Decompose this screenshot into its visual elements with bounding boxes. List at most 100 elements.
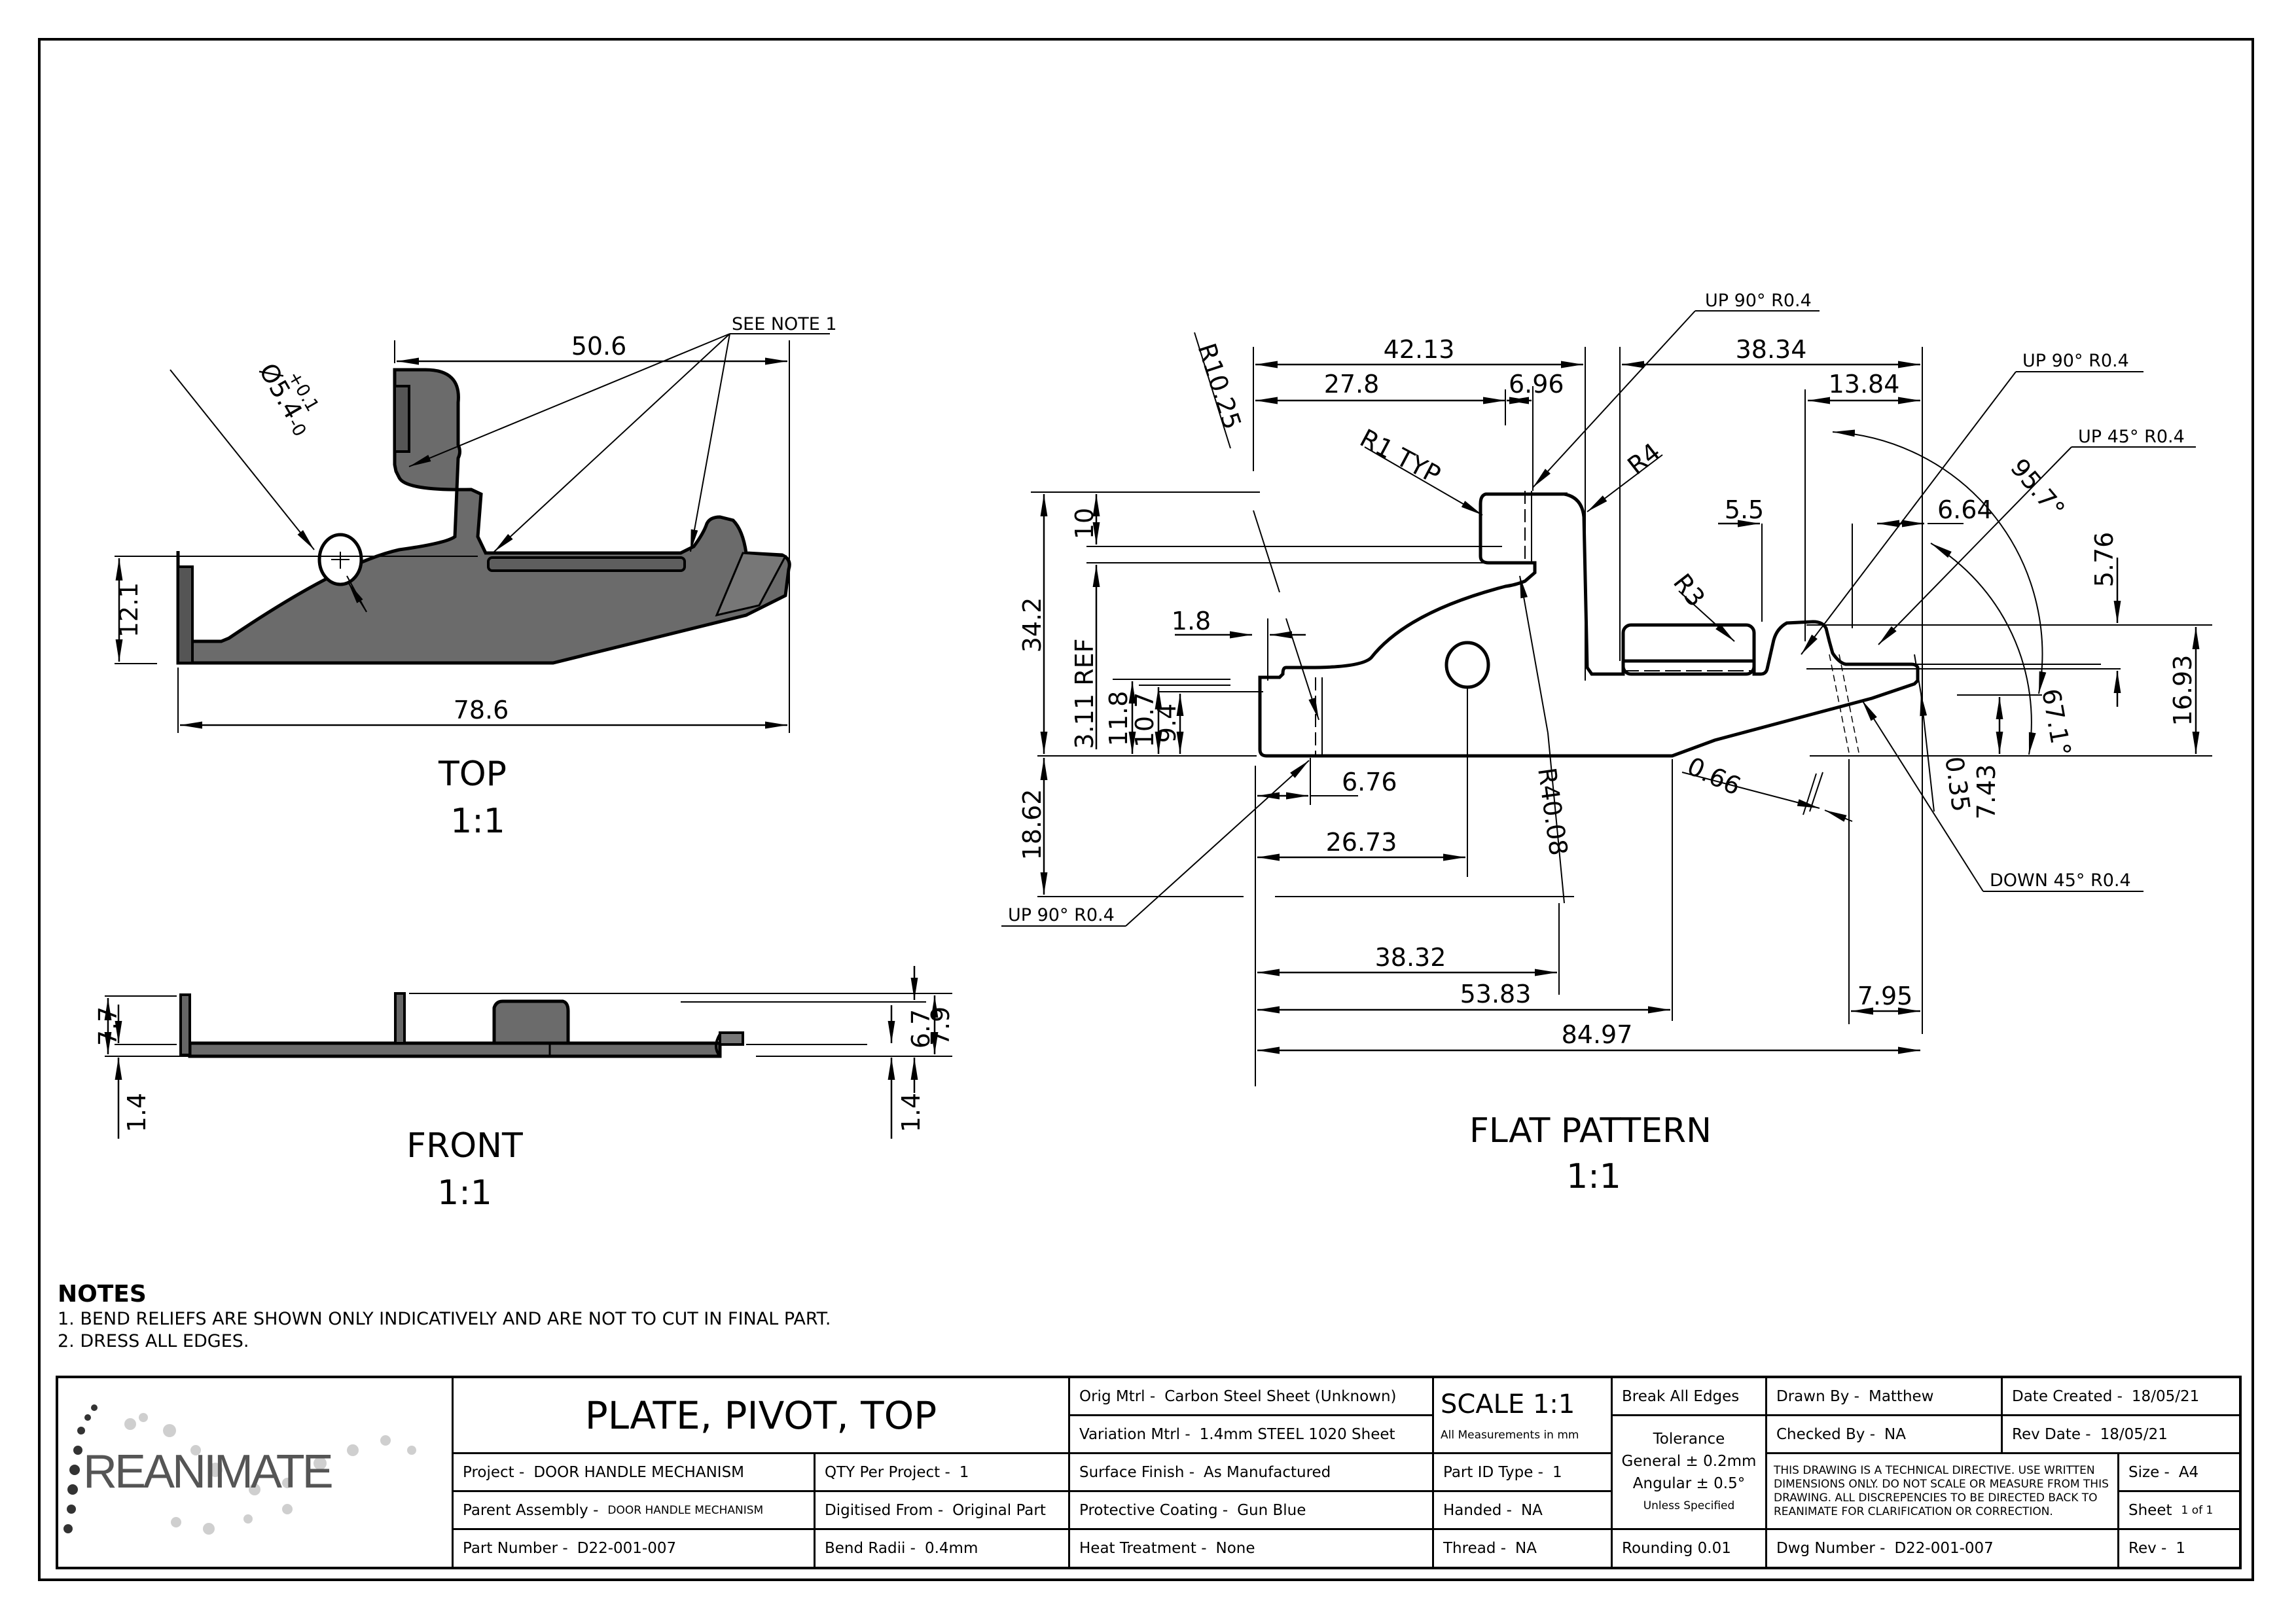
front-view-left-flange — [179, 993, 191, 1056]
dim-1-8: 1.8 — [1172, 607, 1211, 635]
logo-swirl-icon — [63, 1404, 416, 1535]
callout-up90-right: UP 90° R0.4 — [2022, 351, 2129, 371]
scale-field: SCALE 1:1 All Measurements in mm — [1434, 1378, 1613, 1454]
flat-pattern-label: FLAT PATTERN — [1469, 1111, 1712, 1150]
see-note-1-callout: SEE NOTE 1 — [732, 314, 837, 334]
drawn-by-field: Drawn By - Matthew — [1767, 1378, 2003, 1416]
thread-field: Thread - NA — [1434, 1530, 1613, 1567]
tolerance-field: Tolerance General ± 0.2mm Angular ± 0.5°… — [1613, 1416, 1767, 1530]
size-label: Size - — [2128, 1463, 2170, 1481]
dim-6-7: 6.7 — [906, 1009, 935, 1048]
tolerance-general: General ± 0.2mm — [1621, 1452, 1757, 1470]
top-view-part-outline — [176, 368, 791, 665]
date-created-value: 18/05/21 — [2131, 1387, 2200, 1405]
tolerance-note: Unless Specified — [1643, 1499, 1735, 1512]
notes-heading: NOTES — [58, 1281, 147, 1308]
dim-7-95: 7.95 — [1857, 982, 1913, 1010]
bend-radii-field: Bend Radii - 0.4mm — [816, 1530, 1070, 1567]
top-view: 50.6 78.6 12.1 Ø5.4 +0.1 -0 SEE NOTE 1 T… — [115, 314, 837, 841]
top-view-flange-upper — [393, 385, 410, 453]
top-view-label: TOP — [438, 755, 507, 794]
callout-up45: UP 45° R0.4 — [2078, 427, 2185, 447]
dim-angle-95-7: 95.7° — [2005, 454, 2070, 524]
dim-r3: R3 — [1668, 568, 1711, 612]
company-logo: REANIMATE — [58, 1378, 454, 1567]
part-id-type-label: Part ID Type - — [1443, 1463, 1543, 1481]
orig-mtrl-field: Orig Mtrl - Carbon Steel Sheet (Unknown) — [1070, 1378, 1434, 1416]
variation-mtrl-label: Variation Mtrl - — [1079, 1425, 1191, 1443]
dim-front-1-4-left: 1.4 — [122, 1093, 151, 1132]
part-number-value: D22-001-007 — [577, 1540, 677, 1557]
notes-section: NOTES 1. BEND RELIEFS ARE SHOWN ONLY IND… — [58, 1281, 831, 1353]
dim-r1-typ: R1 TYP — [1355, 423, 1445, 490]
surface-finish-label: Surface Finish - — [1079, 1463, 1195, 1481]
heat-treatment-label: Heat Treatment - — [1079, 1540, 1207, 1557]
rev-date-field: Rev Date - 18/05/21 — [2003, 1416, 2239, 1454]
dim-5-76: 5.76 — [2090, 532, 2119, 588]
parent-assembly-label: Parent Assembly - — [463, 1501, 599, 1519]
variation-mtrl-value: 1.4mm STEEL 1020 Sheet — [1199, 1425, 1395, 1443]
dim-18-62: 18.62 — [1018, 789, 1047, 861]
dim-84-97: 84.97 — [1562, 1020, 1633, 1049]
dim-53-83: 53.83 — [1460, 980, 1532, 1008]
dim-5-5: 5.5 — [1725, 495, 1764, 524]
rev-label: Rev - — [2128, 1540, 2167, 1557]
rev-date-value: 18/05/21 — [2100, 1425, 2168, 1443]
heat-treatment-field: Heat Treatment - None — [1070, 1530, 1434, 1567]
scale-value: SCALE 1:1 — [1441, 1389, 1575, 1419]
checked-by-field: Checked By - NA — [1767, 1416, 2003, 1454]
sheet-value: 1 of 1 — [2181, 1503, 2214, 1517]
dwg-number-field: Dwg Number - D22-001-007 — [1767, 1530, 2119, 1567]
handed-value: NA — [1520, 1501, 1543, 1519]
logo-text: REANIMATE — [83, 1446, 334, 1498]
note-1: 1. BEND RELIEFS ARE SHOWN ONLY INDICATIV… — [58, 1309, 831, 1329]
sheet-label: Sheet — [2128, 1501, 2172, 1519]
part-number-field: Part Number - D22-001-007 — [454, 1530, 816, 1567]
dim-7-43: 7.43 — [1972, 764, 2001, 820]
thread-value: NA — [1515, 1540, 1537, 1557]
protective-coating-value: Gun Blue — [1237, 1501, 1306, 1519]
dim-26-73: 26.73 — [1326, 828, 1397, 857]
dim-42-13: 42.13 — [1384, 335, 1455, 364]
flat-pattern-slot-tab — [1621, 623, 1756, 676]
title-block: REANIMATE PLATE, PIVOT, TOP Project - DO… — [56, 1376, 2242, 1569]
project-field: Project - DOOR HANDLE MECHANISM — [454, 1454, 816, 1492]
digitised-from-field: Digitised From - Original Part — [816, 1492, 1070, 1530]
dim-16-93: 16.93 — [2168, 655, 2197, 726]
heat-treatment-value: None — [1215, 1540, 1255, 1557]
flat-pattern-view: 42.13 38.34 27.8 6.96 13.84 R10.25 R1 TY… — [1001, 291, 2212, 1196]
sheet-field: Sheet 1 of 1 — [2119, 1492, 2239, 1530]
dim-12-1: 12.1 — [115, 582, 143, 638]
dim-r4: R4 — [1622, 437, 1666, 480]
qty-value: 1 — [959, 1463, 969, 1481]
digitised-from-label: Digitised From - — [825, 1501, 944, 1519]
front-view-mid-flange — [394, 992, 406, 1044]
surface-finish-value: As Manufactured — [1204, 1463, 1331, 1481]
part-title: PLATE, PIVOT, TOP — [454, 1378, 1070, 1454]
top-view-bend-tab — [715, 552, 787, 617]
tolerance-angular: Angular ± 0.5° — [1632, 1474, 1746, 1492]
dim-r40-08: R40.08 — [1532, 766, 1573, 857]
date-created-label: Date Created - — [2012, 1387, 2123, 1405]
drawing-directive-notice: THIS DRAWING IS A TECHNICAL DIRECTIVE. U… — [1767, 1454, 2119, 1530]
checked-by-label: Checked By - — [1776, 1425, 1875, 1443]
dim-50-6: 50.6 — [571, 332, 627, 361]
dim-6-76: 6.76 — [1342, 768, 1397, 796]
tolerance-heading: Tolerance — [1653, 1430, 1725, 1448]
rev-value: 1 — [2176, 1540, 2185, 1557]
dim-10: 10 — [1070, 508, 1099, 539]
dim-27-8: 27.8 — [1324, 370, 1380, 399]
flat-pattern-scale: 1:1 — [1566, 1157, 1621, 1196]
sheet-border — [38, 38, 2254, 1581]
dim-11-8: 11.8 — [1104, 691, 1133, 747]
dim-13-84: 13.84 — [1829, 370, 1900, 399]
dim-9-4: 9.4 — [1153, 704, 1181, 743]
top-view-scale: 1:1 — [450, 802, 505, 841]
units-note: All Measurements in mm — [1441, 1428, 1579, 1442]
project-label: Project - — [463, 1463, 525, 1481]
qty-label: QTY Per Project - — [825, 1463, 950, 1481]
callout-up90-left: UP 90° R0.4 — [1008, 905, 1115, 925]
dim-0-35: 0.35 — [1939, 755, 1975, 813]
bend-radii-value: 0.4mm — [924, 1540, 978, 1557]
